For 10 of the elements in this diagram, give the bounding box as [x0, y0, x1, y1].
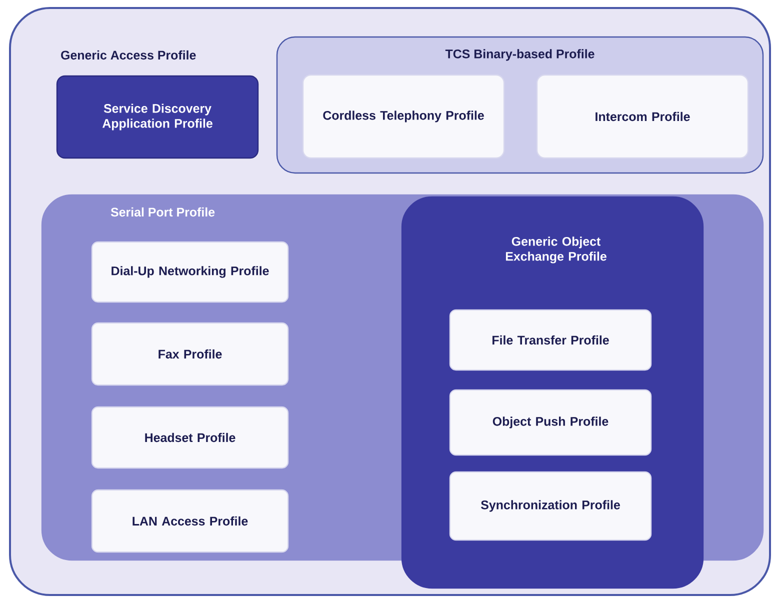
profile-box: File Transfer Profile: [449, 309, 652, 371]
profile-box: Intercom Profile: [536, 74, 749, 159]
profile-box: Service Discovery Application Profile: [56, 75, 259, 159]
profile-box: Synchronization Profile: [449, 471, 652, 541]
profile-box: Object Push Profile: [449, 389, 652, 456]
profile-box: Dial-Up Networking Profile: [91, 241, 289, 303]
profile-box: Cordless Telephony Profile: [302, 74, 505, 159]
profile-box: Fax Profile: [91, 322, 289, 386]
profile-box: Headset Profile: [91, 406, 289, 469]
profile-box: LAN Access Profile: [91, 489, 289, 553]
